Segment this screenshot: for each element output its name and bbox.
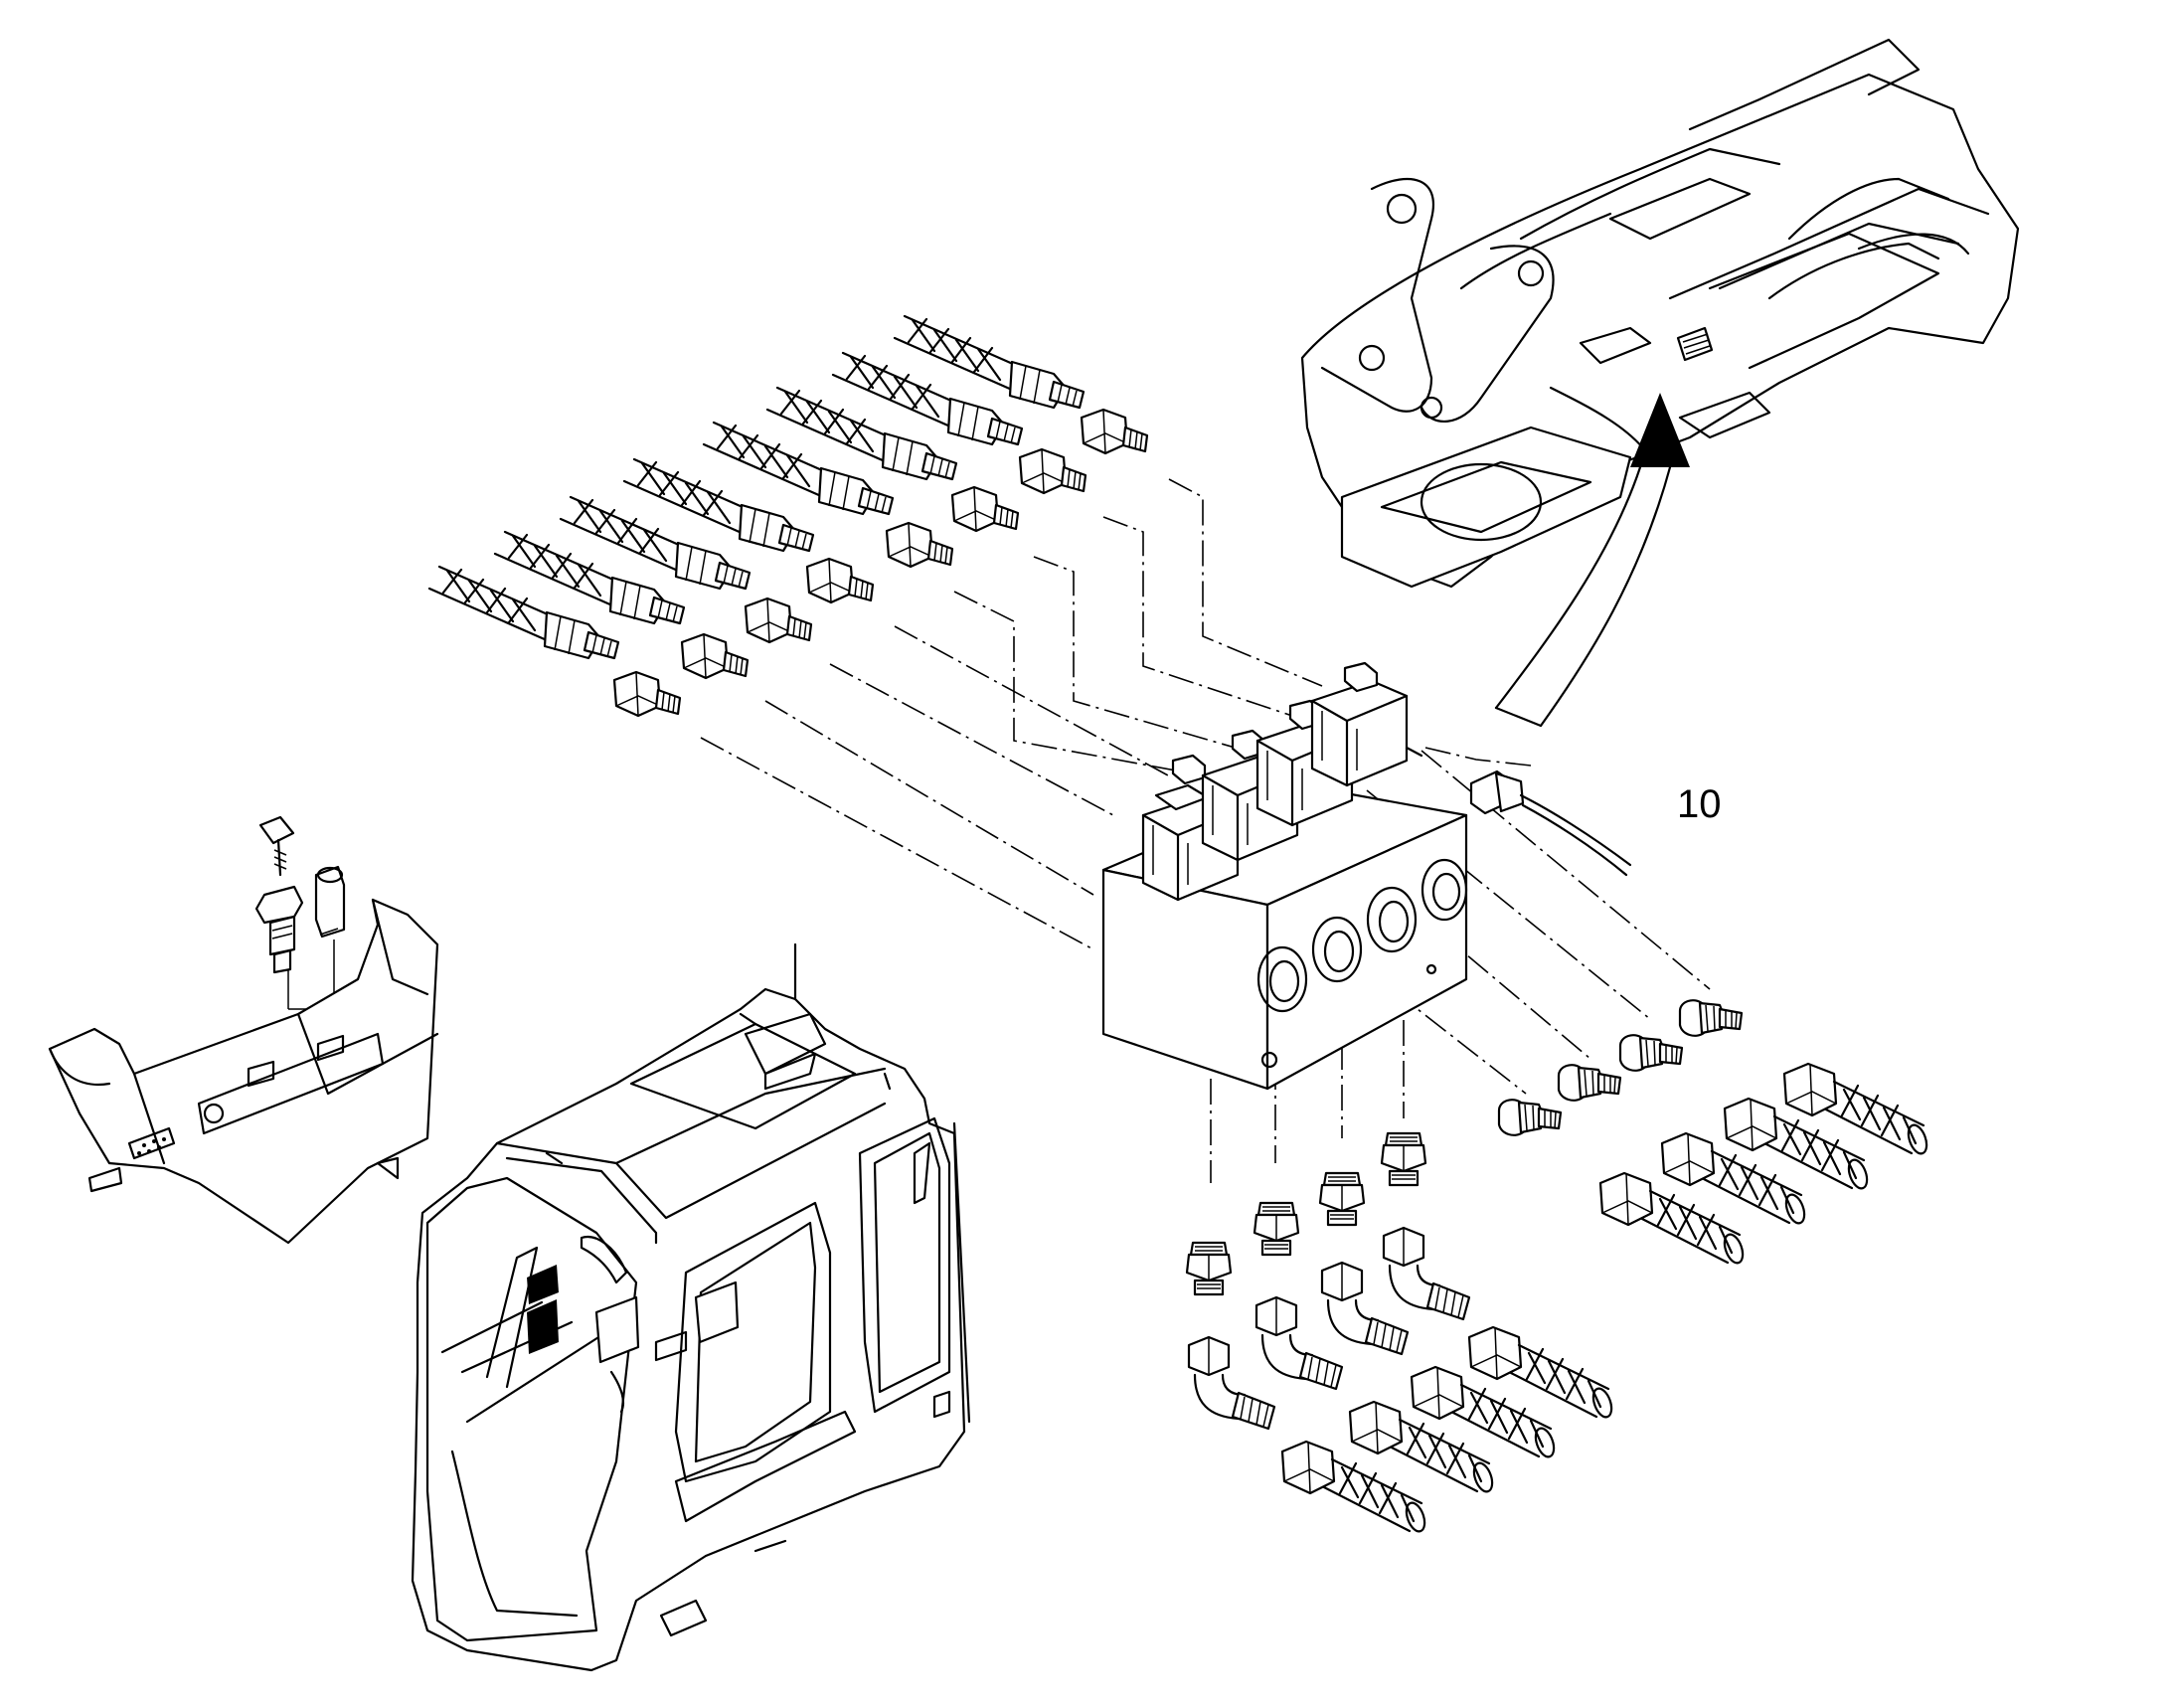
solenoid-valve-block [1101,661,1468,1091]
location-arrow [1494,393,1690,728]
right-lower-hose-group [1497,999,1931,1267]
side-console [48,898,439,1245]
electrical-connector [1469,769,1632,877]
upper-frame-chassis [1300,38,2020,589]
bottom-hose-group [1185,1131,1616,1535]
operator-cab [411,942,971,1672]
callout-10: 10 [1677,782,1722,826]
ignition-key [254,815,346,974]
assembly-leader-lines [287,478,1711,1183]
